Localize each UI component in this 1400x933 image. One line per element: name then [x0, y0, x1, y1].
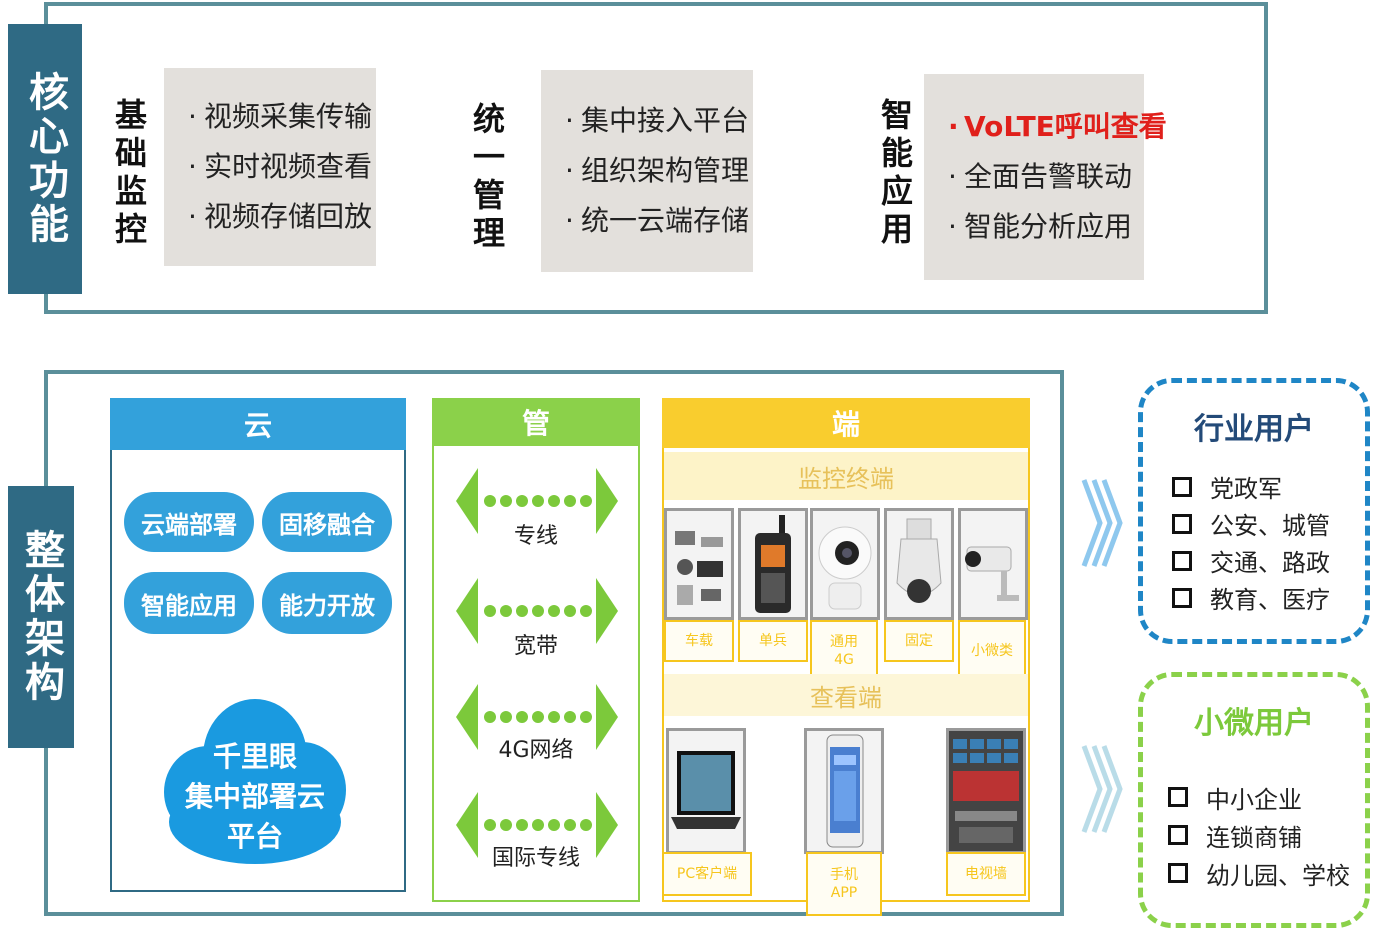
- feature-item: ·智能分析应用: [948, 210, 1133, 243]
- monitor-tag: 固定: [884, 620, 954, 662]
- cloud-line: 千里眼: [212, 740, 297, 773]
- feature-item: ·视频采集传输: [188, 100, 373, 133]
- phone-icon: [804, 728, 884, 854]
- industry-users-title: 行业用户: [1194, 412, 1314, 447]
- user-item: 连锁商铺: [1168, 816, 1364, 854]
- pill-cloud-deploy: 云端部署: [124, 492, 254, 552]
- user-item: 中小企业: [1168, 778, 1364, 816]
- video-wall-icon: [946, 728, 1026, 854]
- double-arrow-icon: [456, 792, 618, 858]
- user-item: 交通、路政: [1172, 542, 1362, 579]
- feature-item: ·组织架构管理: [565, 154, 750, 187]
- viewer-tag: PC客户端: [662, 852, 752, 896]
- bullet-camera-icon: [958, 508, 1028, 620]
- pipe-label: 专线: [513, 524, 558, 549]
- architecture-label: 整体架构: [8, 486, 74, 748]
- cloud-shape-icon: [164, 699, 346, 864]
- double-arrow-icon: [456, 468, 618, 534]
- double-arrow-icon: [456, 578, 618, 644]
- group-title-basic-monitoring: 基础监控: [110, 98, 148, 250]
- double-arrow-icon: [456, 684, 618, 750]
- micro-users-list: 中小企业 连锁商铺 幼儿园、学校: [1168, 778, 1364, 892]
- handheld-radio-icon: [738, 508, 808, 620]
- user-item: 幼儿园、学校: [1168, 854, 1364, 892]
- pipe-label: 4G网络: [498, 738, 574, 763]
- industry-users-panel: [1138, 378, 1370, 644]
- group-title-unified-management: 统一管理: [468, 102, 506, 254]
- pill-capability-open: 能力开放: [262, 572, 392, 634]
- chevron-right-icon: [1081, 479, 1123, 567]
- feature-box-smart-application: ·VoLTE呼叫查看 ·全面告警联动 ·智能分析应用: [924, 74, 1167, 280]
- viewer-terminal-title: 查看端: [664, 674, 1028, 716]
- core-functions-label: 核心功能: [8, 24, 82, 294]
- cloud-header: 云: [110, 398, 406, 450]
- user-item: 公安、城管: [1172, 505, 1362, 542]
- viewer-tag: 电视墙: [946, 852, 1026, 896]
- micro-users-title: 小微用户: [1194, 706, 1314, 741]
- pipe-label: 国际专线: [491, 846, 580, 871]
- monitor-tag: 单兵: [738, 620, 808, 662]
- ptz-camera-icon: [884, 508, 954, 620]
- cloud-line: 集中部署云: [184, 780, 325, 813]
- laptop-icon: [666, 728, 746, 854]
- user-item: 教育、医疗: [1172, 579, 1362, 616]
- terminal-header: 端: [662, 398, 1030, 448]
- viewer-tag: 手机APP: [806, 852, 882, 916]
- user-item: 党政军: [1172, 468, 1362, 505]
- monitor-terminal-title: 监控终端: [664, 452, 1028, 500]
- cloud-line: 平台: [226, 820, 283, 853]
- pipe-label: 宽带: [513, 634, 558, 659]
- monitor-tag: 小微类: [958, 620, 1026, 682]
- monitor-tag: 通用4G: [810, 620, 878, 682]
- group-title-smart-application: 智能应用: [876, 98, 914, 250]
- pipe-header: 管: [432, 398, 640, 446]
- feature-item: ·视频存储回放: [188, 200, 373, 233]
- feature-item: ·全面告警联动: [948, 160, 1133, 193]
- cloud-column: [110, 398, 406, 892]
- feature-box-unified-management: ·集中接入平台 ·组织架构管理 ·统一云端存储: [541, 70, 753, 272]
- dome-camera-icon: [810, 508, 880, 620]
- feature-item: ·统一云端存储: [565, 204, 750, 237]
- feature-item: ·集中接入平台: [565, 104, 750, 137]
- feature-box-basic-monitoring: ·视频采集传输 ·实时视频查看 ·视频存储回放: [164, 68, 376, 266]
- chevron-right-icon: [1081, 745, 1123, 833]
- pill-smart-application: 智能应用: [124, 572, 254, 634]
- monitor-tag: 车载: [664, 620, 734, 662]
- industry-users-list: 党政军 公安、城管 交通、路政 教育、医疗: [1172, 468, 1362, 616]
- feature-item-highlight: ·VoLTE呼叫查看: [948, 110, 1167, 143]
- cloud-platform-text: 千里眼 集中部署云 平台: [160, 732, 350, 862]
- pill-fixed-mobile-fusion: 固移融合: [262, 492, 392, 552]
- feature-item: ·实时视频查看: [188, 150, 373, 183]
- micro-users-panel: [1138, 672, 1370, 928]
- vehicle-kit-icon: [664, 508, 734, 620]
